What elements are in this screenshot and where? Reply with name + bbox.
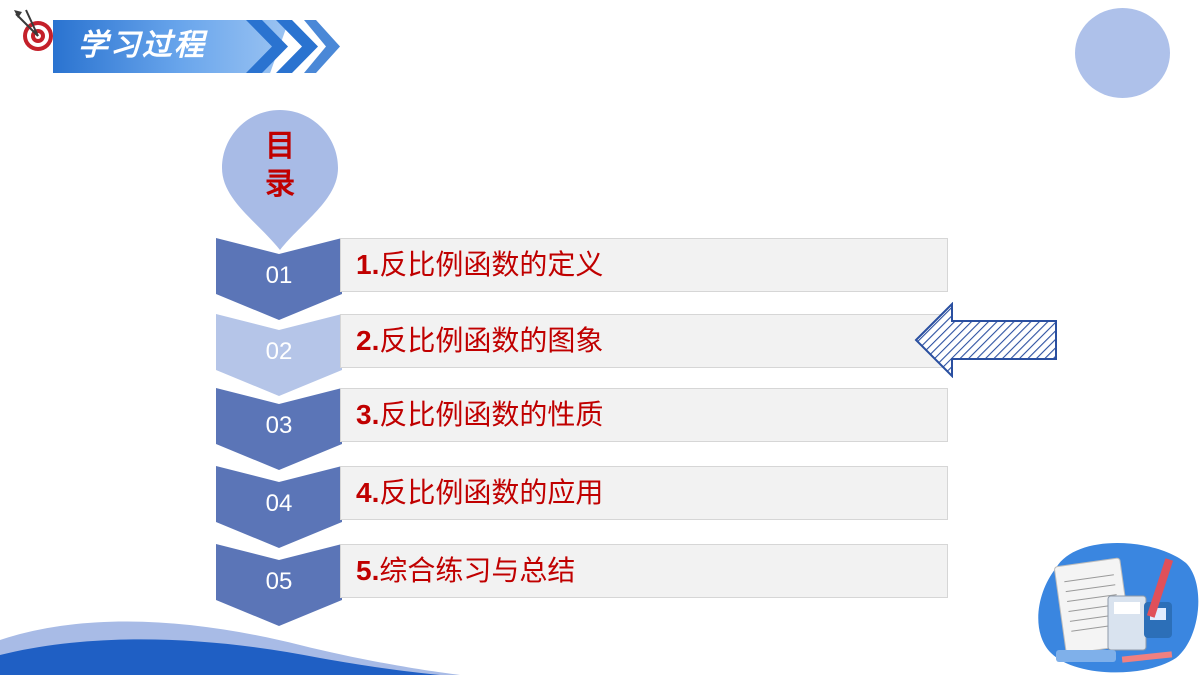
item-badge-03 (216, 388, 342, 470)
toc-title-line2: 录 (265, 167, 295, 202)
item-title[interactable]: 3.反比例函数的性质 (356, 398, 604, 431)
item-number: 02 (265, 338, 293, 365)
list-item[interactable] (340, 466, 948, 520)
item-number: 03 (265, 412, 293, 439)
toc-title: 目 录 (250, 128, 310, 204)
dart-target-icon (14, 9, 53, 51)
pointer-arrow-icon (914, 302, 1057, 378)
item-number: 05 (265, 568, 293, 595)
item-badge-01 (216, 238, 342, 320)
decorative-circle (1075, 8, 1170, 98)
item-number: 01 (265, 262, 293, 289)
math-notebook-illustration (1038, 543, 1199, 673)
item-badge-02 (216, 314, 342, 396)
header-banner (53, 20, 289, 73)
toc-title-line1: 目 (265, 129, 295, 164)
list-item[interactable] (340, 544, 948, 598)
header-title: 学习过程 (78, 28, 206, 63)
list-item[interactable] (340, 388, 948, 442)
bottom-wave-decoration (0, 621, 460, 675)
chevrons-decoration (246, 20, 340, 73)
item-number: 04 (265, 490, 293, 517)
item-title[interactable]: 5.综合练习与总结 (356, 554, 576, 587)
item-title[interactable]: 2.反比例函数的图象 (356, 324, 604, 357)
item-badge-04 (216, 466, 342, 548)
item-title[interactable]: 4.反比例函数的应用 (356, 476, 604, 509)
list-item-active[interactable] (340, 314, 948, 368)
item-title[interactable]: 1.反比例函数的定义 (356, 248, 604, 281)
list-item[interactable] (340, 238, 948, 292)
toc-badge (222, 110, 338, 250)
item-badge-05 (216, 544, 342, 626)
